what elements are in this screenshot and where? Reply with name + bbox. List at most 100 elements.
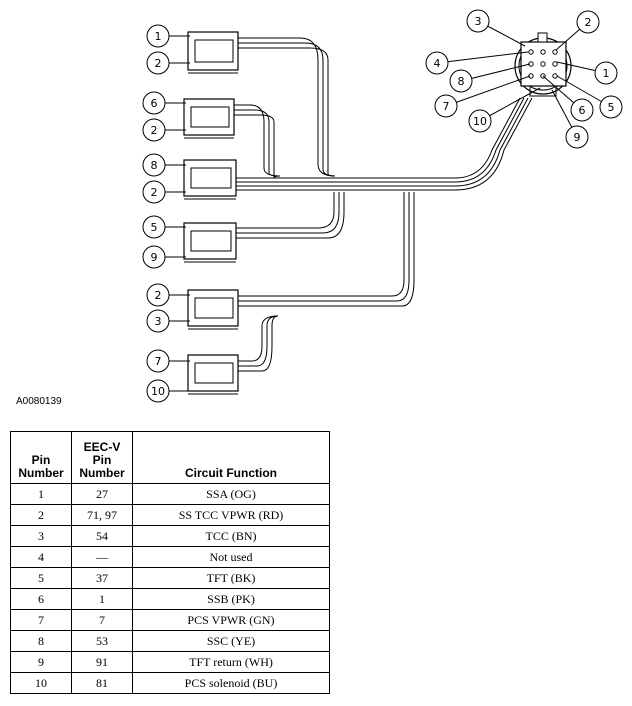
- callout-circle: [146, 51, 170, 75]
- header-line: Number: [79, 466, 125, 480]
- pin-callout: 8: [449, 63, 531, 93]
- callout-label: 2: [155, 289, 162, 302]
- function-cell: SSA (OG): [132, 483, 330, 505]
- callout-label: 2: [151, 186, 158, 199]
- pin-callout: 7: [434, 75, 531, 118]
- pin-callout: 3: [146, 309, 190, 333]
- callout-label: 5: [608, 101, 615, 114]
- callout-circle: [570, 98, 594, 122]
- eec-cell: 53: [71, 630, 133, 652]
- harness-wire: [238, 315, 279, 362]
- harness-wire: [238, 192, 415, 307]
- callout-label: 2: [155, 57, 162, 70]
- eec-cell: 81: [71, 672, 133, 694]
- pin-callout: 6: [142, 91, 186, 115]
- callout-circle: [142, 245, 166, 269]
- harness-wire: [236, 192, 335, 229]
- pin-callout: 4: [425, 51, 529, 75]
- header-line: Pin: [92, 453, 112, 467]
- eec-cell: 27: [71, 483, 133, 505]
- pin-cell: 10: [10, 672, 72, 694]
- callout-circle: [142, 91, 166, 115]
- callout-label: 8: [151, 159, 158, 172]
- header-line: Pin: [31, 453, 51, 467]
- eec-cell: 37: [71, 567, 133, 589]
- eec-cell: 1: [71, 588, 133, 610]
- callout-label: 1: [603, 67, 610, 80]
- connector-body: [187, 354, 239, 392]
- connector-body: [183, 222, 237, 260]
- branch-connector: [183, 98, 235, 139]
- connector-pin: [528, 49, 534, 55]
- callout-label: 6: [579, 104, 586, 117]
- pin-cell: 2: [10, 504, 72, 526]
- callout-label: 1: [155, 30, 162, 43]
- callout-circle: [468, 109, 492, 133]
- connector-body: [187, 31, 239, 71]
- connector-pin: [552, 73, 558, 79]
- connector-pin: [540, 61, 546, 67]
- table-header-row: Pin Number EEC-V Pin Number Circuit Func…: [10, 431, 330, 484]
- pin-callout: 1: [146, 24, 190, 48]
- harness-wire: [236, 97, 533, 191]
- connector-body: [183, 98, 235, 136]
- function-cell: SSB (PK): [132, 588, 330, 610]
- connector-body: [183, 159, 237, 197]
- pin-callout: 1: [556, 61, 618, 85]
- harness-wires: [234, 37, 533, 372]
- pin-callout: 10: [468, 87, 541, 133]
- pin-callout: 8: [142, 153, 186, 177]
- connector-pin: [552, 49, 558, 55]
- callout-label: 8: [458, 75, 465, 88]
- header-line: Number: [18, 466, 64, 480]
- callout-circle: [449, 69, 473, 93]
- pin-callout: 2: [555, 10, 600, 51]
- callout-circle: [142, 153, 166, 177]
- callout-circle: [565, 125, 589, 149]
- branch-connector: [183, 222, 237, 263]
- callout-circle: [425, 51, 449, 75]
- harness-wire: [234, 104, 281, 177]
- pin-callout: 9: [551, 89, 589, 149]
- pin-callout: 5: [556, 75, 623, 119]
- harness-wire: [236, 97, 529, 187]
- harness-wire: [234, 114, 281, 179]
- connector-insert: [194, 39, 234, 63]
- branch-connector: [183, 159, 237, 200]
- connector-insert: [194, 297, 234, 319]
- pin-cell: 8: [10, 630, 72, 652]
- eec-pin-number-header: EEC-V Pin Number: [71, 431, 133, 484]
- connector-insert: [190, 167, 232, 189]
- callout-label: 3: [475, 15, 482, 28]
- harness-wire: [238, 192, 410, 302]
- callout-circle: [146, 283, 170, 307]
- callout-circle: [142, 215, 166, 239]
- connector-pin: [552, 61, 558, 67]
- callout-circle: [142, 118, 166, 142]
- callout-circle: [599, 95, 623, 119]
- function-cell: PCS VPWR (GN): [132, 609, 330, 631]
- connector-key: [537, 32, 548, 43]
- pin-cell: 6: [10, 588, 72, 610]
- callout-label: 9: [151, 251, 158, 264]
- pin-cell: 7: [10, 609, 72, 631]
- connector-body: [187, 289, 239, 327]
- callout-circle: [146, 309, 170, 333]
- eec-cell: 7: [71, 609, 133, 631]
- pin-callout: 6: [542, 75, 594, 122]
- harness-wire: [236, 97, 521, 179]
- function-cell: PCS solenoid (BU): [132, 672, 330, 694]
- harness-wire: [236, 192, 340, 234]
- leader-line: [436, 51, 529, 64]
- callout-label: 2: [585, 16, 592, 29]
- harness-wire: [236, 192, 345, 239]
- connector-insert: [190, 106, 230, 128]
- eec-cell: —: [71, 546, 133, 568]
- callout-label: 6: [151, 97, 158, 110]
